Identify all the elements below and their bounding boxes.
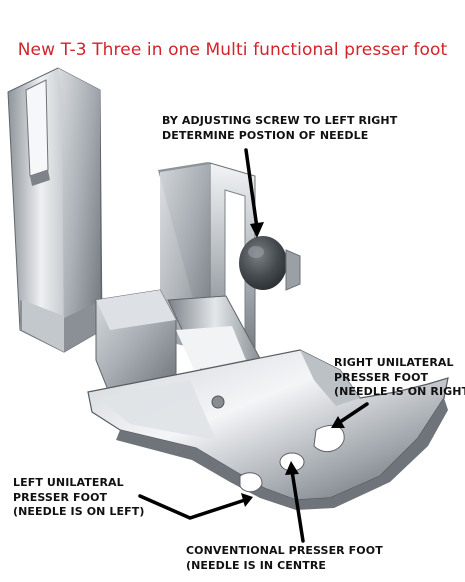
arrow-right-foot xyxy=(335,402,369,426)
page-title: New T-3 Three in one Multi functional pr… xyxy=(17,40,448,60)
adjusting-screw-knob xyxy=(239,236,301,291)
connector-block xyxy=(95,289,177,391)
arrowhead-right-foot xyxy=(331,416,345,428)
shank xyxy=(7,67,103,353)
annotation-arrows xyxy=(138,148,369,543)
arrow-adjust-screw xyxy=(244,148,259,230)
arrowhead-center-foot xyxy=(285,461,299,475)
label-adjusting-screw: BY ADJUSTING SCREW TO LEFT RIGHT DETERMI… xyxy=(162,114,398,142)
label-conventional-foot: CONVENTIONAL PRESSER FOOT (NEEDLE IS IN … xyxy=(186,544,383,572)
label-right-unilateral-foot: RIGHT UNILATERAL PRESSER FOOT (NEEDLE IS… xyxy=(334,356,465,398)
label-left-unilateral-foot: LEFT UNILATERAL PRESSER FOOT (NEEDLE IS … xyxy=(13,476,145,518)
arrow-left-foot xyxy=(138,494,247,520)
arrow-center-foot xyxy=(290,469,305,543)
arrowhead-adjust-screw xyxy=(250,222,264,238)
arrow-heads xyxy=(241,222,345,507)
presser-foot-sole xyxy=(87,349,449,510)
arrowhead-left-foot xyxy=(241,493,253,507)
